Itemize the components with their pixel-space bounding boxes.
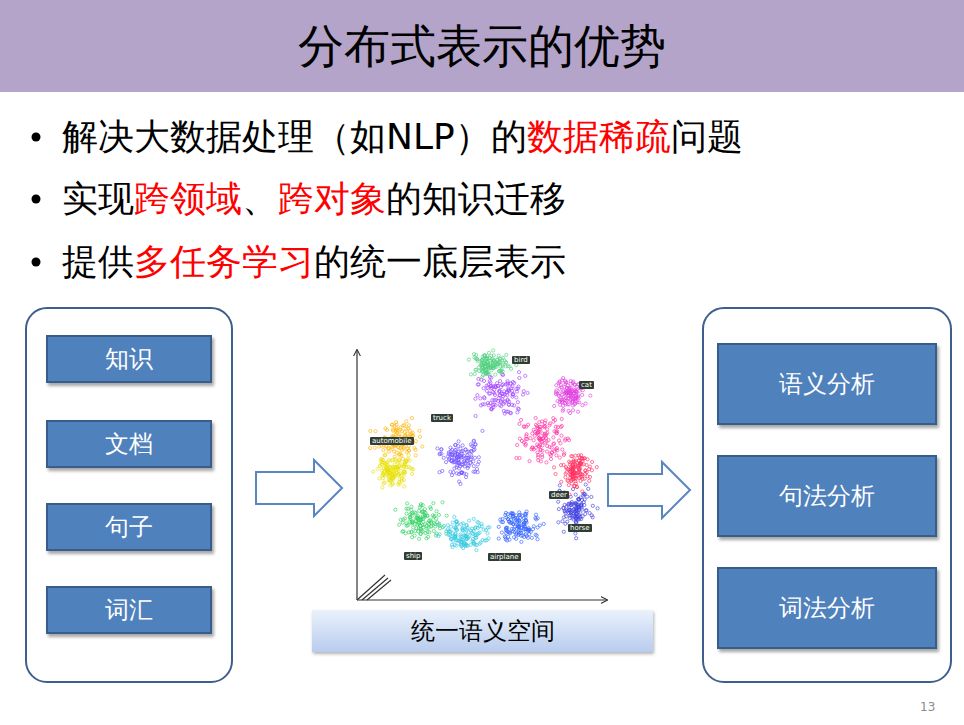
bullet-text: 解决大数据处理（如NLP）的 [62, 116, 527, 157]
box-label: 知识 [105, 344, 153, 374]
highlight-text: 跨领域 [134, 178, 242, 219]
group-frame: 语义分析句法分析词法分析 [702, 307, 952, 683]
title-band [0, 0, 964, 92]
box-label: 统一语义空间 [411, 616, 555, 646]
bullet-line: 提供多任务学习的统一底层表示 [62, 241, 566, 283]
group-frame: 知识文档句子词汇 [25, 307, 233, 683]
highlight-text: 多任务学习 [134, 241, 314, 282]
block-arrow [608, 462, 690, 518]
box-label: 词法分析 [779, 593, 875, 623]
box-label: 词汇 [105, 595, 153, 625]
class-tag: deer [549, 491, 569, 499]
box-label: 句法分析 [779, 481, 875, 511]
process-box: 句法分析 [717, 455, 937, 537]
process-box: 语义分析 [717, 343, 937, 425]
bullet-text: 的知识迁移 [386, 178, 566, 219]
process-box: 知识 [46, 335, 212, 383]
bullet-text: 实现 [62, 178, 134, 219]
bullet-dots [32, 133, 41, 267]
bullet-text: 的统一底层表示 [314, 241, 566, 282]
box-label: 句子 [105, 512, 153, 542]
class-tag: truck [431, 414, 453, 422]
class-tag: automobile [370, 437, 414, 445]
class-tag: cat [579, 381, 594, 389]
box-label: 语义分析 [779, 369, 875, 399]
scatter-cloud [368, 349, 599, 552]
process-box: 文档 [46, 420, 212, 468]
bullet-text: 提供 [62, 241, 134, 282]
bullet-line: 实现跨领域、跨对象的知识迁移 [62, 178, 566, 220]
process-box: 词汇 [46, 586, 212, 634]
bullet-text: 、 [242, 178, 278, 219]
class-tag: horse [568, 524, 592, 532]
process-box: 句子 [46, 503, 212, 551]
bullet-line: 解决大数据处理（如NLP）的数据稀疏问题 [62, 116, 743, 158]
bullet-text: 问题 [671, 116, 743, 157]
page-number: 13 [920, 700, 935, 714]
class-tag: bird [512, 356, 530, 364]
plot-axes [357, 350, 607, 600]
space-label: 统一语义空间 [312, 610, 653, 652]
box-label: 文档 [105, 429, 153, 459]
class-tag: airplane [488, 553, 521, 561]
slide-title: 分布式表示的优势 [0, 8, 964, 84]
highlight-text: 数据稀疏 [527, 116, 671, 157]
process-box: 词法分析 [717, 567, 937, 649]
class-tag: ship [404, 552, 422, 560]
block-arrow [256, 460, 342, 516]
highlight-text: 跨对象 [278, 178, 386, 219]
